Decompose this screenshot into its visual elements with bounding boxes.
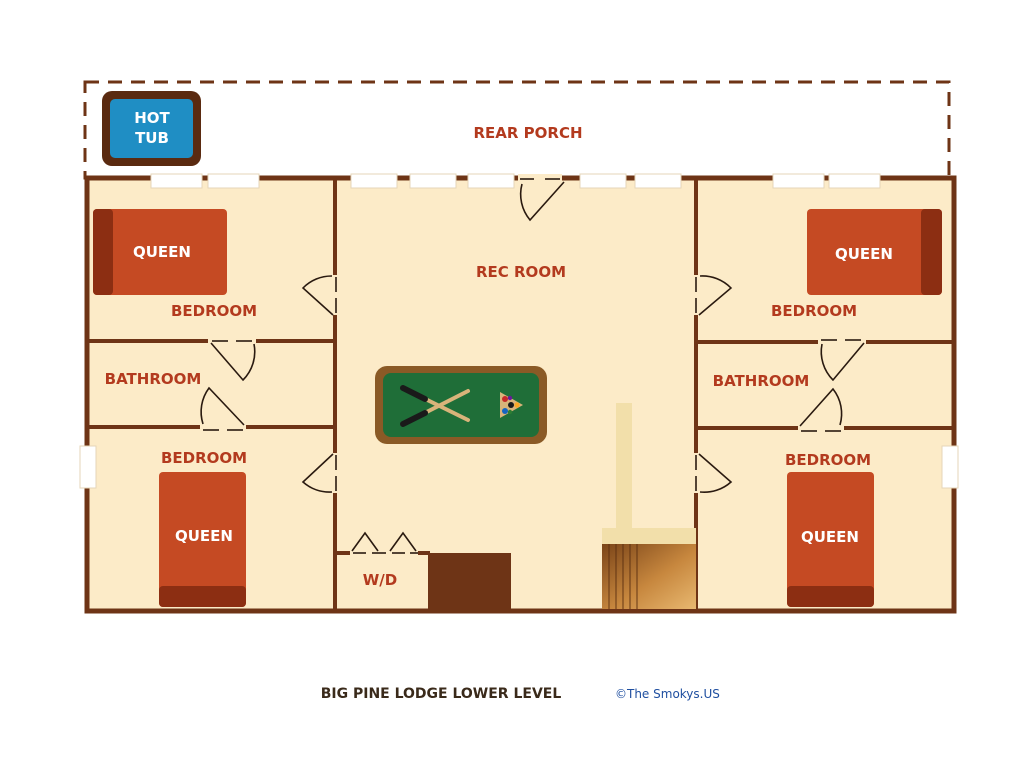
pool-cues-icon xyxy=(400,385,470,427)
bed-bottom-right-label: QUEEN xyxy=(801,528,859,546)
billiard-balls-icon xyxy=(500,392,523,418)
utility-closet xyxy=(430,553,511,609)
bedroom-bottom-left-label: BEDROOM xyxy=(161,449,247,467)
bedroom-top-left-label: BEDROOM xyxy=(171,302,257,320)
stair-landing xyxy=(602,528,696,544)
bed-top-left: QUEEN xyxy=(93,209,227,295)
rear-porch-label: REAR PORCH xyxy=(473,124,582,142)
bathroom-right-label: BATHROOM xyxy=(713,372,810,390)
bedroom-bottom-right-label: BEDROOM xyxy=(785,451,871,469)
hot-tub-label-line2: TUB xyxy=(135,129,169,147)
bed-bottom-left-label: QUEEN xyxy=(175,527,233,545)
windows xyxy=(79,173,959,489)
bed-top-right: QUEEN xyxy=(807,209,942,295)
bed-top-left-label: QUEEN xyxy=(133,243,191,261)
stairs xyxy=(602,544,696,609)
bedroom-top-right-label: BEDROOM xyxy=(771,302,857,320)
bathroom-left-label: BATHROOM xyxy=(105,370,202,388)
copyright-text: ©The Smokys.US xyxy=(615,687,720,701)
wd-label: W/D xyxy=(363,571,397,589)
bed-bottom-left: QUEEN xyxy=(159,472,246,607)
hot-tub-label-line1: HOT xyxy=(134,109,170,127)
plan-title: BIG PINE LODGE LOWER LEVEL xyxy=(321,686,562,702)
bed-bottom-right: QUEEN xyxy=(787,472,874,607)
hot-tub: HOT TUB xyxy=(102,91,201,166)
doors xyxy=(200,174,866,558)
pool-table xyxy=(375,366,547,444)
structural-post xyxy=(616,403,632,530)
bed-top-right-label: QUEEN xyxy=(835,245,893,263)
rec-room-label: REC ROOM xyxy=(476,263,566,281)
